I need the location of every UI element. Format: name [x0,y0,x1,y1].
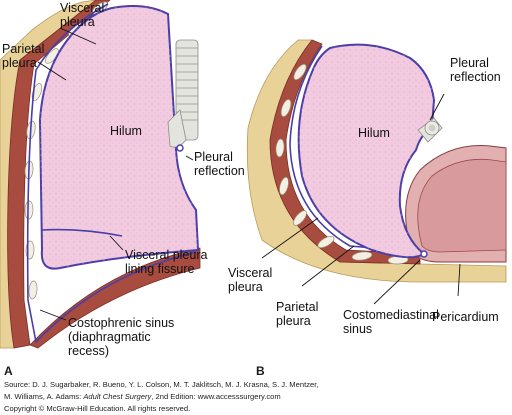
label-pleural-reflection-a: Pleural reflection [194,150,245,178]
label-visceral-pleura-a: Visceral pleura [60,1,105,29]
hilum-bronchus-b [417,117,443,143]
parietal-pleura-line-b [289,45,421,253]
label-visceral-pleura-b: Visceral pleura [228,266,273,294]
ribs-b [275,63,409,265]
trachea-a [167,39,199,148]
panel-a-illustration [0,0,201,349]
diaphragm-a [29,247,201,349]
chest-wall-muscle-a [7,0,111,349]
fissure-a [41,228,123,237]
panel-label-a: A [4,364,13,378]
leader-lines-b [261,93,461,305]
label-costophrenic-sinus-a: Costophrenic sinus (diaphragmatic recess… [68,316,175,358]
label-hilum-a: Hilum [110,124,142,138]
pleural-reflection-marker-b [420,250,428,258]
copyright-line: Copyright © McGraw-Hill Education. All r… [4,404,191,413]
label-hilum-b: Hilum [358,126,390,140]
label-costomediastinal-sinus-b: Costomediastinal sinus [343,308,439,336]
label-visceral-pleura-fissure-a: Visceral pleura lining fissure [125,248,208,276]
source-authors: M. Williams, A. Adams: [4,392,84,401]
pleural-reflection-marker-a [176,144,184,152]
parietal-pleura-line-a [26,3,197,344]
label-parietal-pleura-a: Parietal pleura [2,42,45,70]
panel-b-illustration [246,39,507,305]
source-line-1: Source: D. J. Sugarbaker, R. Bueno, Y. L… [4,380,319,389]
panel-label-b: B [256,364,265,378]
chest-wall-muscle-b [269,39,421,265]
source-book-title: Adult Chest Surgery [83,392,152,401]
label-parietal-pleura-b: Parietal pleura [276,300,319,328]
label-pericardium-b: Pericardium [432,310,499,324]
source-edition: , 2nd Edition: www.accesssurgery.com [151,392,281,401]
label-pleural-reflection-b: Pleural reflection [450,56,501,84]
leader-lines-a [37,27,194,321]
source-line-2: M. Williams, A. Adams: Adult Chest Surge… [4,391,281,402]
